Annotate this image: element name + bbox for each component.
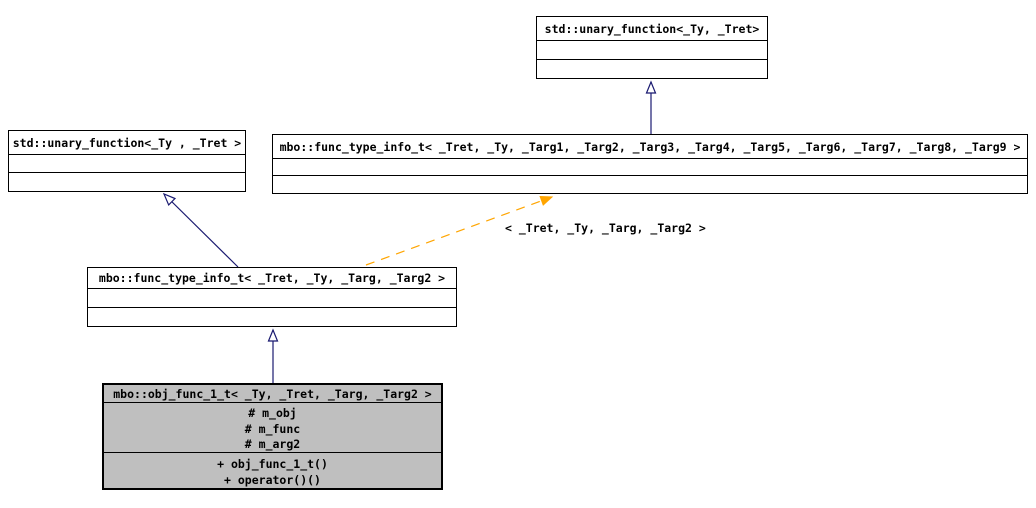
- node-func-type-info-partial[interactable]: mbo::func_type_info_t< _Tret, _Ty, _Targ…: [87, 267, 457, 327]
- attribute-m-arg2: # m_arg2: [244, 437, 301, 451]
- method-constructor: + obj_func_1_t(): [217, 457, 328, 471]
- attributes-compartment: [537, 41, 767, 60]
- node-obj-func-1-t[interactable]: mbo::obj_func_1_t< _Ty, _Tret, _Targ, _T…: [102, 383, 443, 490]
- attributes-compartment: [9, 155, 245, 173]
- inheritance-arrow-partial-to-unary-left: [164, 194, 239, 268]
- node-std-unary-function-top[interactable]: std::unary_function<_Ty, _Tret>: [536, 16, 768, 79]
- attributes-compartment: # m_obj # m_func # m_arg2: [104, 403, 441, 453]
- node-func-type-info-general[interactable]: mbo::func_type_info_t< _Tret, _Ty, _Targ…: [272, 134, 1028, 194]
- template-args-label: < _Tret, _Ty, _Targ, _Targ2 >: [505, 221, 706, 235]
- class-title: std::unary_function<_Ty , _Tret >: [9, 131, 245, 155]
- methods-compartment: [88, 308, 456, 326]
- methods-compartment: + obj_func_1_t() + operator()(): [104, 453, 441, 488]
- class-title: mbo::obj_func_1_t< _Ty, _Tret, _Targ, _T…: [104, 385, 441, 403]
- attribute-m-func: # m_func: [244, 421, 301, 436]
- methods-compartment: [537, 60, 767, 78]
- class-title: std::unary_function<_Ty, _Tret>: [537, 17, 767, 41]
- attribute-m-obj: # m_obj: [248, 406, 297, 420]
- method-operator-call: + operator()(): [224, 473, 321, 487]
- methods-compartment: [273, 176, 1027, 193]
- attributes-compartment: [88, 289, 456, 308]
- class-title: mbo::func_type_info_t< _Tret, _Ty, _Targ…: [273, 135, 1027, 159]
- class-title: mbo::func_type_info_t< _Tret, _Ty, _Targ…: [88, 268, 456, 289]
- attributes-compartment: [273, 159, 1027, 176]
- node-std-unary-function-left[interactable]: std::unary_function<_Ty , _Tret >: [8, 130, 246, 192]
- methods-compartment: [9, 173, 245, 191]
